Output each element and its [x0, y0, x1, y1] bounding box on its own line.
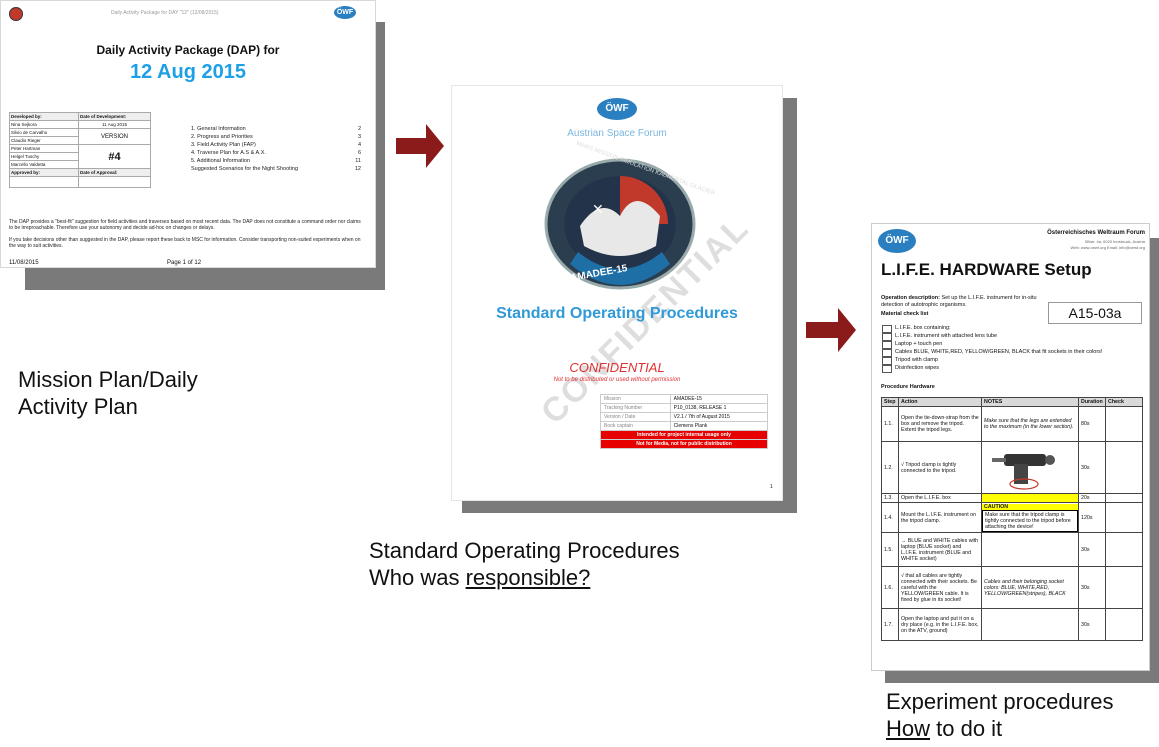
- sop-red-banner-1: Intended for project internal usage only: [600, 430, 768, 440]
- person: Helgel Tuschy: [9, 152, 79, 161]
- sop-page: ÖWF Austrian Space Forum ✕ AMADEE-15 MAR…: [451, 85, 783, 501]
- dap-paragraph-1: The DAP provides a "best-fit" suggestion…: [9, 219, 361, 231]
- checkbox[interactable]: [882, 341, 892, 349]
- owf-logo-icon: ÖWF: [334, 6, 356, 19]
- dap-page: Daily Activity Package for DAY "12" (12/…: [0, 0, 376, 268]
- check-item[interactable]: Laptop + touch pen: [882, 341, 1142, 349]
- checkbox[interactable]: [882, 349, 892, 357]
- material-checklist: L.I.F.E. box containing: L.I.F.E. instru…: [882, 325, 1142, 373]
- approved-blank: [9, 176, 79, 188]
- sop-title: Standard Operating Procedures: [496, 305, 738, 322]
- material-label: Material check list: [881, 311, 929, 317]
- date-approval-label: Date of Approval:: [78, 168, 151, 177]
- dap-header: Daily Activity Package for DAY "12" (12/…: [111, 10, 219, 16]
- table-row: 1.1.Open the tie-down-strap from the box…: [881, 406, 1143, 442]
- person: Silvio de Carvalho: [9, 128, 79, 137]
- mission-patch-icon: ✕: [544, 158, 696, 290]
- life-caption: Experiment procedures How to do it: [886, 689, 1114, 741]
- op-description: Operation description: Set up the L.I.F.…: [881, 295, 1037, 308]
- toc-item[interactable]: 3. Field Activity Plan (FAP)4: [191, 142, 361, 148]
- dap-title: Daily Activity Package (DAP) for: [96, 43, 280, 57]
- life-title: L.I.F.E. HARDWARE Setup: [881, 260, 1092, 279]
- life-org: Österreichisches Weltraum Forum: [1047, 230, 1145, 236]
- approved-label: Approved by:: [9, 168, 79, 177]
- procedure-table: Step Action NOTES Duration Check 1.1.Ope…: [881, 397, 1143, 641]
- approval-date-blank: [78, 176, 151, 188]
- clamp-icon: [992, 453, 1055, 490]
- version-number: #4: [78, 144, 151, 169]
- developed-by-label: Developed by:: [9, 112, 79, 121]
- table-header-row: Step Action NOTES Duration Check: [881, 397, 1143, 407]
- procedure-code: A15-03a: [1048, 302, 1142, 324]
- checkbox[interactable]: [882, 325, 892, 333]
- check-item[interactable]: Disinfection wipes: [882, 365, 1142, 373]
- owf-logo-icon: ÖWF: [597, 98, 637, 120]
- table-row: 1.6.√ that all cables are tightly connec…: [881, 566, 1143, 609]
- owf-logo-icon: ÖWF: [878, 229, 916, 253]
- dap-footer-date: 11/08/2015: [9, 260, 39, 266]
- person: Nina Sejkora: [9, 120, 79, 129]
- table-row: 1.4.Mount the L.I.F.E. instrument on the…: [881, 502, 1143, 533]
- sop-page-number: 1: [770, 484, 773, 490]
- toc-item[interactable]: Suggested Scenarios for the Night Shooti…: [191, 166, 361, 172]
- sop-confidential: CONFIDENTIAL: [569, 360, 665, 375]
- check-item[interactable]: Tripod with clamp: [882, 357, 1142, 365]
- check-item[interactable]: Cables BLUE, WHITE,RED, YELLOW/GREEN, BL…: [882, 349, 1142, 357]
- sop-org: Austrian Space Forum: [567, 128, 667, 139]
- arrow-right-icon: [396, 124, 444, 168]
- checkbox[interactable]: [882, 365, 892, 373]
- dap-date: 12 Aug 2015: [130, 61, 246, 83]
- life-address: Sillstr. 4a, 6020 Innsbruck, Austria: [1084, 239, 1145, 244]
- tripod-clamp-image: [981, 441, 1079, 494]
- dap-paragraph-2: If you take decisions other than suggest…: [9, 237, 361, 249]
- arrow-right-icon: [806, 308, 856, 352]
- dap-caption: Mission Plan/Daily Activity Plan: [18, 367, 198, 419]
- procedure-label: Procedure Hardware: [881, 384, 935, 390]
- life-page: ÖWF Österreichisches Weltraum Forum Sill…: [871, 223, 1150, 671]
- dap-footer-page: Page 1 of 12: [167, 260, 202, 266]
- person: Claudio Rieger: [9, 136, 79, 145]
- life-web: Web: www.oewf.org Email: info@oewf.org: [1070, 245, 1145, 250]
- check-item[interactable]: L.I.F.E. box containing:: [882, 325, 1142, 333]
- table-row: 1.5.→ BLUE and WHITE cables with laptop …: [881, 532, 1143, 567]
- mission-logo-icon: [9, 7, 23, 21]
- toc-item[interactable]: 4. Traverse Plan for A.S & A.X.6: [191, 150, 361, 156]
- sop-subtitle: Not to be distributed or used without pe…: [553, 377, 681, 383]
- person: Peter Hartman: [9, 144, 79, 153]
- version-label: VERSION: [78, 128, 151, 145]
- date-dev-label: Date of Development:: [78, 112, 151, 121]
- check-item[interactable]: L.I.F.E. instrument with attached lens t…: [882, 333, 1142, 341]
- dev-date: 11 Aug 2015: [78, 120, 151, 129]
- svg-text:✕: ✕: [592, 202, 604, 218]
- caution-label: CAUTION: [982, 503, 1078, 510]
- table-row: 1.2.√ Tripod clamp is tightly connected …: [881, 441, 1143, 494]
- checkbox[interactable]: [882, 333, 892, 341]
- sop-caption: Standard Operating Procedures Who was re…: [369, 538, 680, 590]
- person: Marcello Valdetta: [9, 160, 79, 169]
- dap-info-table: Developed by:Date of Development: Nina S…: [9, 112, 151, 188]
- table-row: 1.7.Open the laptop and put it on a dry …: [881, 608, 1143, 641]
- checkbox[interactable]: [882, 357, 892, 365]
- sop-red-banner-2: Not for Media, not for public distributi…: [600, 439, 768, 449]
